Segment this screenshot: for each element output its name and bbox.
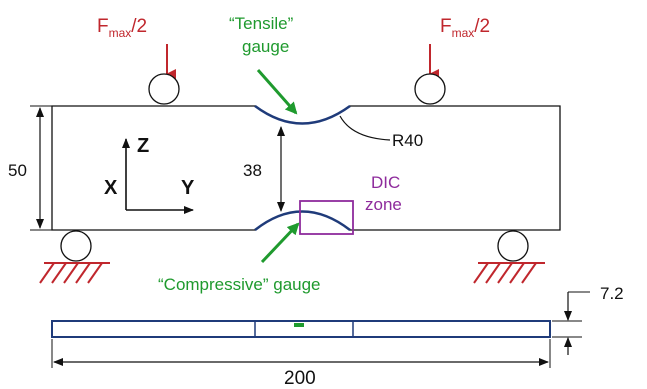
radius-label: R40 <box>392 131 423 150</box>
dic-zone-label-line1: DIC <box>371 173 400 192</box>
tensile-gauge-label-line1: “Tensile” <box>229 14 294 33</box>
load-left-label: Fmax/2 <box>97 16 147 40</box>
loading-roller-right <box>414 73 446 105</box>
load-right: Fmax/2 <box>429 16 490 79</box>
dic-zone: DIC zone <box>299 173 402 235</box>
load-left: Fmax/2 <box>97 16 176 79</box>
axis-z-label: Z <box>137 135 149 157</box>
ground-support-right <box>473 262 545 284</box>
radius-annotation: R40 <box>339 115 423 150</box>
dimension-height: 50 <box>8 105 52 231</box>
gauge-mark-top-view <box>294 323 304 327</box>
dimension-neck-label: 38 <box>243 161 262 180</box>
compressive-gauge-label: “Compressive” gauge <box>158 275 321 294</box>
dimension-neck: 38 <box>243 126 285 212</box>
dimension-thickness: 7.2 <box>552 284 624 355</box>
ground-support-left <box>39 262 110 284</box>
tensile-notch-edge <box>254 104 351 125</box>
tensile-gauge-label-line2: gauge <box>242 37 289 56</box>
specimen-top-view <box>51 320 551 338</box>
dimension-length: 200 <box>51 339 551 389</box>
support-roller-left <box>60 230 92 262</box>
dimension-length-label: 200 <box>284 368 316 389</box>
axis-x-label: X <box>104 177 118 199</box>
dimension-height-label: 50 <box>8 161 27 180</box>
axis-y-label: Y <box>181 177 195 199</box>
support-roller-right <box>497 230 529 262</box>
load-right-label: Fmax/2 <box>440 16 490 40</box>
dimension-thickness-label: 7.2 <box>600 284 624 303</box>
compressive-notch-edge <box>254 210 351 231</box>
compressive-gauge-annotation: “Compressive” gauge <box>158 222 321 294</box>
tensile-gauge-annotation: “Tensile” gauge <box>229 14 298 115</box>
dic-zone-label-line2: zone <box>365 195 402 214</box>
coordinate-axes: Z X Y <box>104 135 195 214</box>
loading-roller-left <box>148 73 180 105</box>
